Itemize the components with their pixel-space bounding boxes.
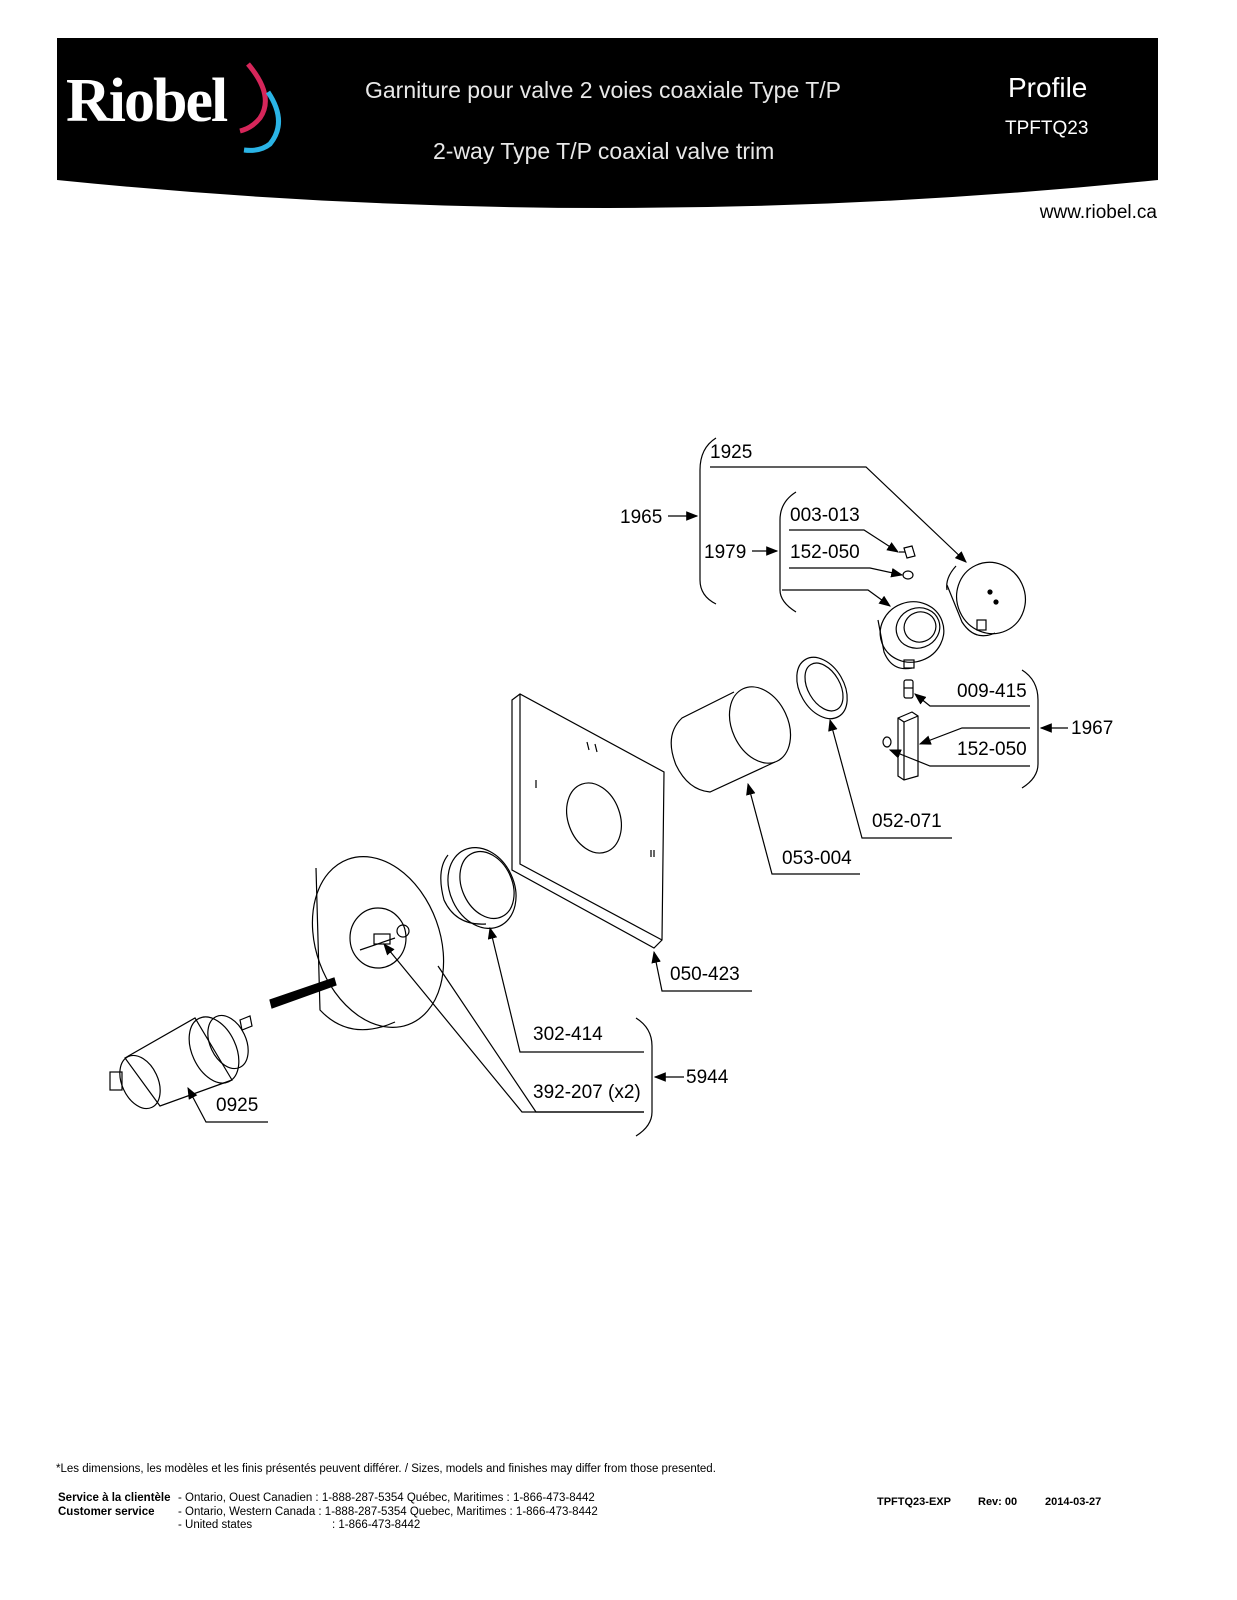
leader-152-050-upper: [789, 567, 904, 578]
document-revision: Rev: 00: [978, 1496, 1018, 1508]
label-052-071: 052-071: [872, 811, 942, 832]
handle-cap-part: [946, 561, 1026, 637]
leader-1925: [710, 466, 967, 563]
set-screw-part-upper: [902, 570, 914, 580]
leader-screw-lower: [888, 749, 1030, 767]
logo-swoosh-blue: [243, 90, 281, 153]
website-link[interactable]: www.riobel.ca: [1039, 202, 1157, 223]
label-050-423: 050-423: [670, 964, 740, 985]
leader-392-207-b: [437, 965, 644, 1113]
threaded-rod-part: [269, 977, 337, 1009]
document-code: TPFTQ23-EXP: [877, 1496, 951, 1508]
brace-5944: [635, 1017, 653, 1137]
lever-block-part: [882, 711, 919, 781]
round-cover-plate-part: [311, 856, 445, 1031]
brace-1965: [699, 437, 717, 605]
brace-1979: [779, 491, 797, 613]
label-003-013: 003-013: [790, 505, 860, 526]
escutcheon-plate-part: [511, 693, 665, 949]
cartridge-part: [109, 1014, 253, 1110]
label-152-050-upper: 152-050: [790, 542, 860, 563]
label-1965: 1965: [620, 507, 662, 528]
leader-handle-body: [782, 589, 891, 607]
service-line-us: - United states : 1-866-473-8442: [178, 1519, 421, 1531]
series-name: Profile: [1008, 72, 1088, 103]
brand-logo: Riobel: [66, 67, 228, 135]
document-date: 2014-03-27: [1045, 1496, 1102, 1508]
leader-0925: [187, 1086, 268, 1123]
label-1925: 1925: [710, 442, 752, 463]
label-302-414: 302-414: [533, 1024, 603, 1045]
service-line-fr: - Ontario, Ouest Canadien : 1-888-287-53…: [178, 1492, 595, 1504]
label-152-050-lower: 152-050: [957, 739, 1027, 760]
logo-swoosh-red: [239, 62, 268, 134]
model-code: TPFTQ23: [1005, 118, 1089, 139]
leader-152-050-lower: [918, 727, 1030, 745]
label-1967: 1967: [1071, 718, 1113, 739]
sleeve-part: [670, 686, 792, 793]
service-line-en: - Ontario, Western Canada : 1-888-287-53…: [178, 1505, 598, 1518]
service-label-en: Customer service: [58, 1505, 155, 1518]
disclaimer-text: *Les dimensions, les modèles et les fini…: [56, 1463, 716, 1475]
leader-050-423: [651, 950, 752, 992]
leader-052-071: [828, 718, 952, 839]
leader-302-414: [487, 926, 644, 1053]
handle-body-part: [877, 601, 945, 670]
clip-part: [899, 545, 916, 559]
brace-1967: [1021, 669, 1039, 789]
label-392-207: 392-207 (x2): [533, 1082, 641, 1103]
label-0925: 0925: [216, 1095, 258, 1116]
title-french: Garniture pour valve 2 voies coaxiale Ty…: [365, 77, 842, 103]
leader-009-415: [914, 693, 1030, 707]
o-ring-part: [796, 656, 848, 720]
title-english: 2-way Type T/P coaxial valve trim: [433, 138, 775, 164]
label-5944: 5944: [686, 1067, 729, 1088]
header-background: [57, 38, 1158, 208]
leader-003-013: [789, 529, 900, 553]
threaded-ring-part: [440, 847, 517, 929]
label-053-004: 053-004: [782, 848, 852, 869]
header-band: Riobel Garniture pour valve 2 voies coax…: [0, 0, 1237, 230]
leader-053-004: [746, 782, 860, 875]
label-009-415: 009-415: [957, 681, 1027, 702]
service-label-fr: Service à la clientèle: [58, 1492, 171, 1504]
label-1979: 1979: [704, 542, 746, 563]
pin-part: [903, 679, 914, 699]
